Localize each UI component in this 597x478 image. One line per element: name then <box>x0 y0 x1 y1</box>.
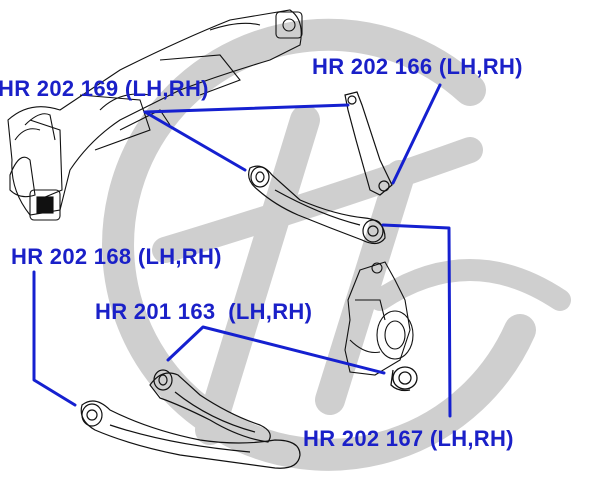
leader-line-163 <box>166 325 386 375</box>
label-hr-202-169: HR 202 169 (LH,RH) <box>0 76 209 101</box>
part-167-drawing <box>248 165 386 245</box>
subframe-drawing <box>7 9 303 221</box>
part-168-drawing <box>80 369 301 469</box>
part-166-drawing <box>344 91 393 196</box>
part-163-drawing <box>390 366 418 392</box>
leader-line-168 <box>32 270 77 407</box>
watermark-ring <box>102 18 536 471</box>
watermark-swoosh <box>369 259 571 311</box>
label-hr-202-167: HR 202 167 (LH,RH) <box>303 426 514 451</box>
watermark-h-left <box>195 105 320 445</box>
knuckle-drawing <box>344 261 414 376</box>
leader-lines <box>32 83 452 418</box>
label-hr-201-163: HR 201 163 (LH,RH) <box>95 299 313 324</box>
leader-line-167 <box>381 223 452 418</box>
leader-line-169-b <box>143 110 247 172</box>
leader-line-166 <box>391 83 442 185</box>
label-hr-202-166: HR 202 166 (LH,RH) <box>312 54 523 79</box>
leader-line-169 <box>143 103 350 114</box>
label-hr-202-168: HR 202 168 (LH,RH) <box>11 244 222 269</box>
watermark-h-bar <box>152 137 483 263</box>
